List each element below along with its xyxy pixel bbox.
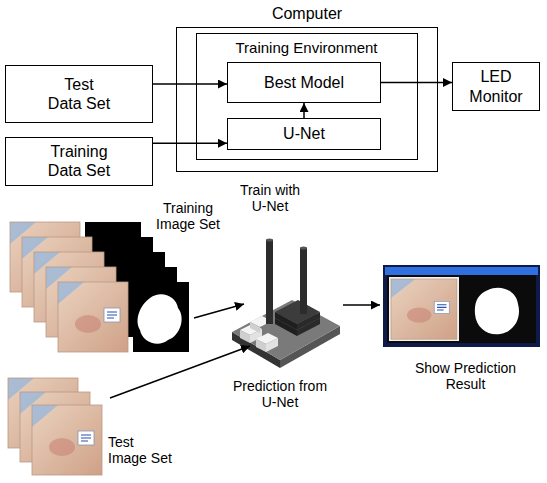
box-label: U-Net — [283, 124, 325, 143]
environment-frame: Training EnvironmentBest ModelU-Net — [196, 33, 418, 160]
box-label: Test Data Set — [46, 75, 112, 113]
arrow-connector — [153, 83, 227, 85]
flow-arrow — [110, 346, 250, 398]
box-label: LED Monitor — [461, 67, 531, 105]
box-label: Best Model — [264, 73, 344, 92]
computer-frame: ComputerTraining EnvironmentBest ModelU-… — [176, 27, 438, 172]
frame-title: Computer — [177, 4, 437, 23]
box-label: Training Data Set — [46, 142, 112, 180]
flow-arrow — [343, 304, 380, 306]
figure-label: Train with U-Net — [232, 182, 308, 214]
data-box: Test Data Set — [5, 65, 153, 123]
monitor-screen — [383, 265, 540, 347]
flow-arrow — [194, 304, 244, 318]
model-box: Best Model — [227, 62, 381, 103]
frame-title: Training Environment — [197, 39, 417, 57]
arrow-connector — [381, 82, 452, 84]
arrow-connector — [303, 103, 305, 118]
lesion-mask — [138, 294, 182, 343]
data-box: Training Data Set — [5, 137, 153, 186]
figure-label: Training Image Set — [146, 200, 230, 232]
arrow-connector — [153, 143, 227, 145]
gpu-board — [232, 239, 340, 369]
monitor-box: LED Monitor — [452, 62, 540, 111]
figure-label: Prediction from U-Net — [226, 378, 334, 410]
network-box: U-Net — [227, 118, 381, 150]
skin-photo — [32, 405, 102, 475]
figure-label: Test Image Set — [108, 434, 175, 466]
skin-photo — [58, 282, 128, 352]
figure-label: Show Prediction Result — [408, 360, 523, 392]
mask-image — [133, 282, 189, 352]
